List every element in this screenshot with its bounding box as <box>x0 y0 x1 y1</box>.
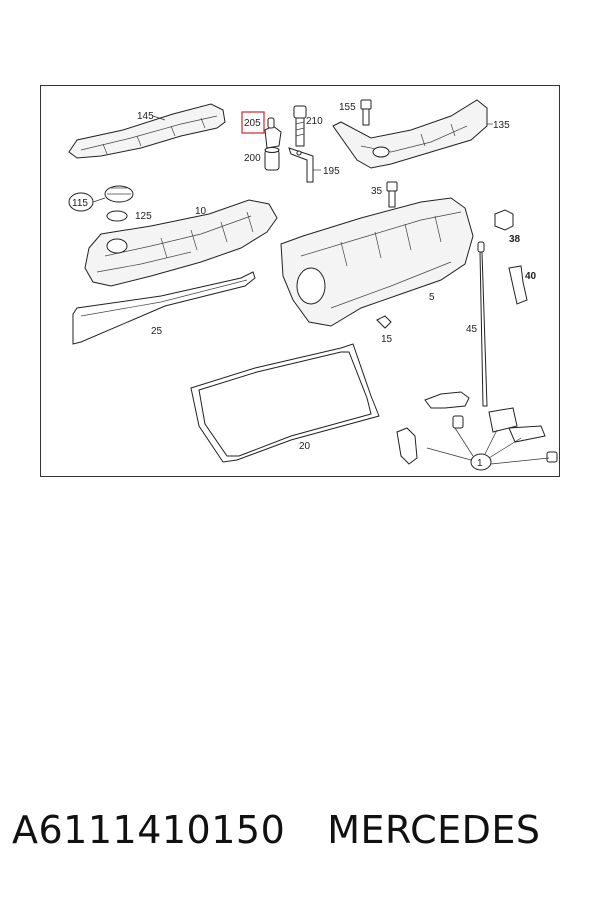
callout-115: 115 <box>72 198 88 209</box>
callout-25: 25 <box>151 326 163 337</box>
part-210-bolt <box>293 105 307 147</box>
callout-15: 15 <box>381 334 393 345</box>
part-155-bolt <box>360 99 372 126</box>
part-135-cover <box>332 99 488 169</box>
callout-135: 135 <box>493 120 510 131</box>
part-10-head-cover-left <box>84 199 278 287</box>
callout-145: 145 <box>137 111 154 122</box>
callout-20: 20 <box>299 441 311 452</box>
highlight-box-205 <box>241 111 265 134</box>
parts-diagram: 145 205 200 210 195 <box>40 85 560 477</box>
callout-1-circle <box>470 453 492 471</box>
part-25-gasket-left <box>72 271 256 345</box>
callout-35: 35 <box>371 186 383 197</box>
part-20-gasket <box>190 343 380 463</box>
part-38-clip <box>494 209 514 231</box>
part-1-bracket-assembly <box>396 391 558 465</box>
part-125-seal <box>106 210 128 222</box>
part-number: A6111410150 <box>12 808 286 852</box>
callout-10: 10 <box>195 206 207 217</box>
callout-40: 40 <box>525 271 537 282</box>
product-footer: A6111410150 MERCEDES <box>12 808 592 852</box>
part-205-nipple <box>264 117 282 149</box>
part-200-sleeve <box>264 147 280 171</box>
part-15-clip <box>376 315 392 329</box>
callout-200: 200 <box>244 153 261 164</box>
part-5-head-cover-right <box>280 197 474 327</box>
part-145-intake-duct <box>68 103 226 159</box>
part-40-bracket <box>508 265 528 305</box>
callout-125: 125 <box>135 211 152 222</box>
part-45-rod <box>477 241 488 407</box>
part-115-cap <box>104 185 134 203</box>
callout-45: 45 <box>466 324 478 335</box>
callout-205: 205 <box>244 118 261 129</box>
callout-155: 155 <box>339 102 356 113</box>
brand-name: MERCEDES <box>327 808 541 852</box>
callout-5: 5 <box>429 292 435 303</box>
callout-195: 195 <box>323 166 340 177</box>
callout-38: 38 <box>509 234 521 245</box>
callout-210: 210 <box>306 116 323 127</box>
part-35-bolt <box>386 181 398 208</box>
callout-1: 1 <box>477 458 483 469</box>
part-195-bracket <box>288 147 314 183</box>
